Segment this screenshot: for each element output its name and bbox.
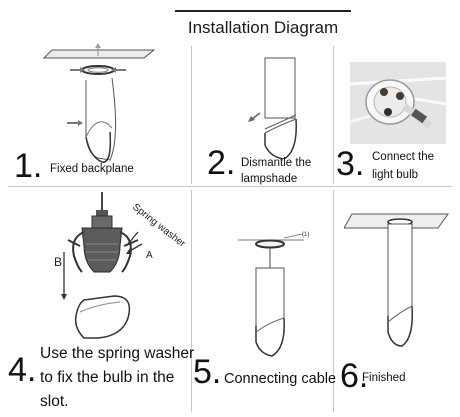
- step3-photo: [350, 62, 446, 144]
- step6-illustration: [344, 213, 449, 347]
- grid-divider-h: [8, 186, 452, 187]
- label-arrow-b: B: [54, 255, 62, 269]
- step6-number: 6.: [340, 357, 369, 395]
- label-detail-1: (1): [302, 232, 309, 238]
- step2-caption-line1: Dismantle the: [241, 157, 312, 169]
- step2-illustration: [248, 57, 297, 159]
- step2-caption-line2: lampshade: [241, 173, 298, 185]
- step3-caption-line1: Connect the: [372, 151, 435, 163]
- step4-number: 4.: [8, 351, 37, 389]
- step4-caption-line1: Use the spring washer: [40, 345, 195, 362]
- grid-divider-v1: [191, 46, 192, 184]
- step4-caption-line3: slot.: [40, 393, 69, 410]
- grid-divider-v3: [191, 190, 192, 412]
- grid-divider-v2: [333, 46, 334, 184]
- step3-number: 3.: [336, 145, 365, 183]
- step5-number: 5.: [193, 353, 222, 391]
- step5-caption: Connecting cable: [224, 371, 337, 387]
- label-arrow-a: A: [146, 250, 153, 261]
- step1-caption: Fixed backplane: [50, 163, 134, 175]
- page-title: Installation Diagram: [187, 18, 339, 37]
- step1-illustration: [42, 43, 156, 163]
- title-rule: [175, 10, 351, 12]
- step4-caption-line2: to fix the bulb in the: [40, 369, 175, 386]
- step3-bulb-connection-image: [350, 62, 446, 144]
- grid-divider-v4: [333, 190, 334, 412]
- step6-caption: Finished: [362, 372, 406, 384]
- step5-illustration: (1): [238, 232, 309, 357]
- step2-number: 2.: [207, 144, 236, 182]
- step3-caption-line2: light bulb: [372, 169, 419, 181]
- step4-illustration: Spring washer A B: [54, 192, 186, 339]
- label-spring-washer: Spring washer: [130, 202, 186, 250]
- step1-number: 1.: [14, 147, 43, 185]
